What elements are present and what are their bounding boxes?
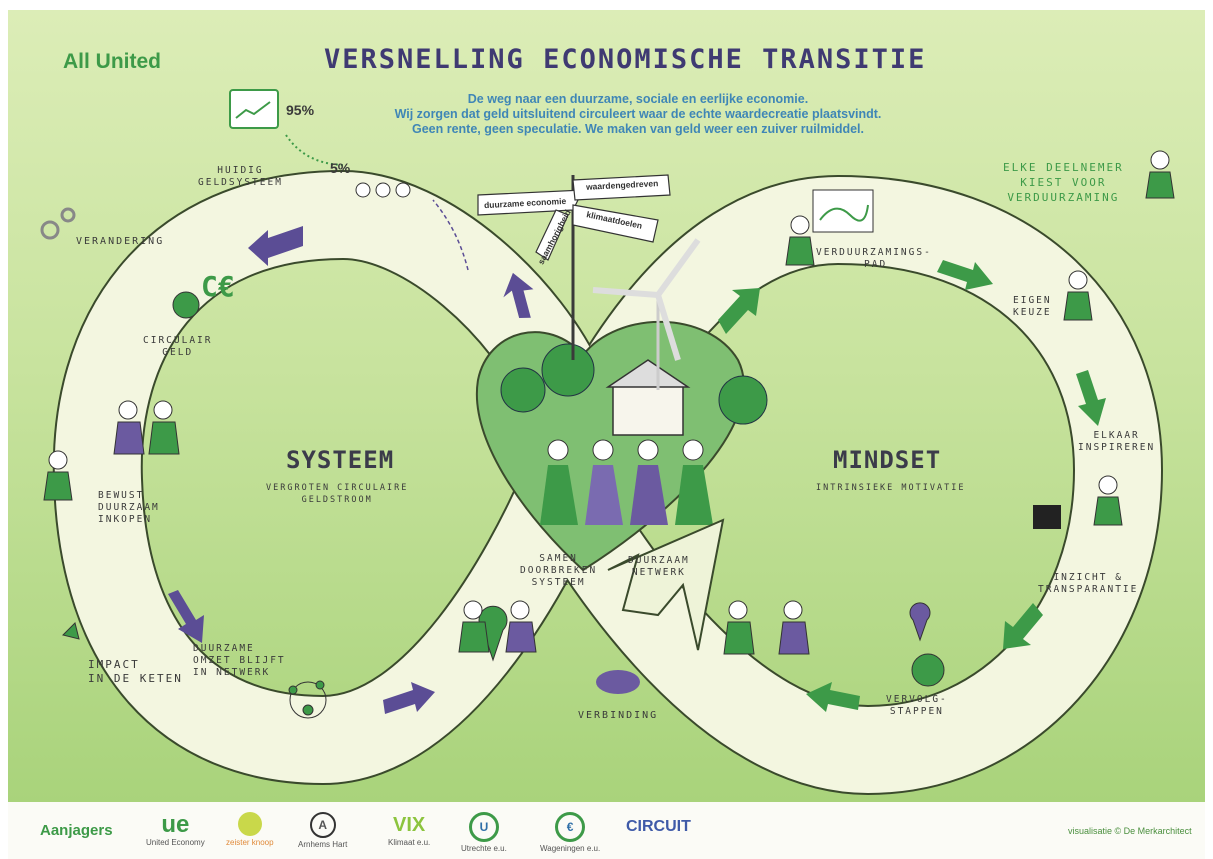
label-verandering: VERANDERING xyxy=(76,236,165,247)
label-verbinding: VERBINDING xyxy=(578,710,659,721)
footer-bar: Aanjagers ue United Economy zeister knoo… xyxy=(8,802,1205,859)
stat-high: 95% xyxy=(286,102,315,118)
logo-circuit: CIRCUIT xyxy=(626,818,691,835)
handshake-icon xyxy=(596,670,640,694)
footer-credit: visualisatie © De Merkarchitect xyxy=(1068,826,1192,836)
people-group xyxy=(540,439,713,525)
label-pad: VERDUURZAMINGS-PAD xyxy=(816,247,932,270)
green-arrows xyxy=(718,260,1106,712)
subtitle-line-2: Wij zorgen dat geld uitsluitend circulee… xyxy=(394,107,882,121)
subtitle-line-1: De weg naar een duurzame, sociale en eer… xyxy=(467,92,809,106)
page-title: VERSNELLING ECONOMISCHE TRANSITIE xyxy=(324,44,927,75)
monitor-icon xyxy=(1033,505,1061,529)
poster: duurzame economie waardengedreven klimaa… xyxy=(8,10,1205,802)
logo-united-economy: ue United Economy xyxy=(146,811,205,848)
infinity-illustration xyxy=(40,89,1175,795)
systeem-title: SYSTEEM xyxy=(286,446,395,474)
logo-arnhems-hart: A Arnhems Hart xyxy=(298,812,347,849)
map-pin-icon xyxy=(478,605,508,662)
stat-low: 5% xyxy=(330,160,351,176)
logo-utrechte: U Utrechte e.u. xyxy=(461,812,507,853)
label-vervolg: VERVOLG-STAPPEN xyxy=(886,694,948,717)
logo-wageningen: € Wageningen e.u. xyxy=(540,812,600,853)
stick-figures xyxy=(43,150,1175,655)
gear-icon xyxy=(40,220,60,240)
label-inzicht: INZICHT &TRANSPARANTIE xyxy=(1038,572,1139,595)
signpost xyxy=(477,174,671,261)
logo-zeister-knoop: zeister knoop xyxy=(226,812,274,847)
mindset-subtitle: INTRINSIEKE MOTIVATIE xyxy=(816,483,966,493)
footer-label: Aanjagers xyxy=(40,822,113,839)
rocket-icon xyxy=(62,622,80,640)
logo-vix: VIX Klimaat e.u. xyxy=(388,814,431,847)
subtitle-line-3: Geen rente, geen speculatie. We maken va… xyxy=(411,122,864,136)
purple-arrows xyxy=(168,226,534,714)
network-icon xyxy=(288,680,327,719)
brand-label: All United xyxy=(63,50,161,73)
currency-symbol: C€ xyxy=(201,270,235,303)
big-entry-arrow xyxy=(607,518,725,651)
chart-calendar-icon xyxy=(229,89,279,129)
mindset-title: MINDSET xyxy=(833,446,942,474)
